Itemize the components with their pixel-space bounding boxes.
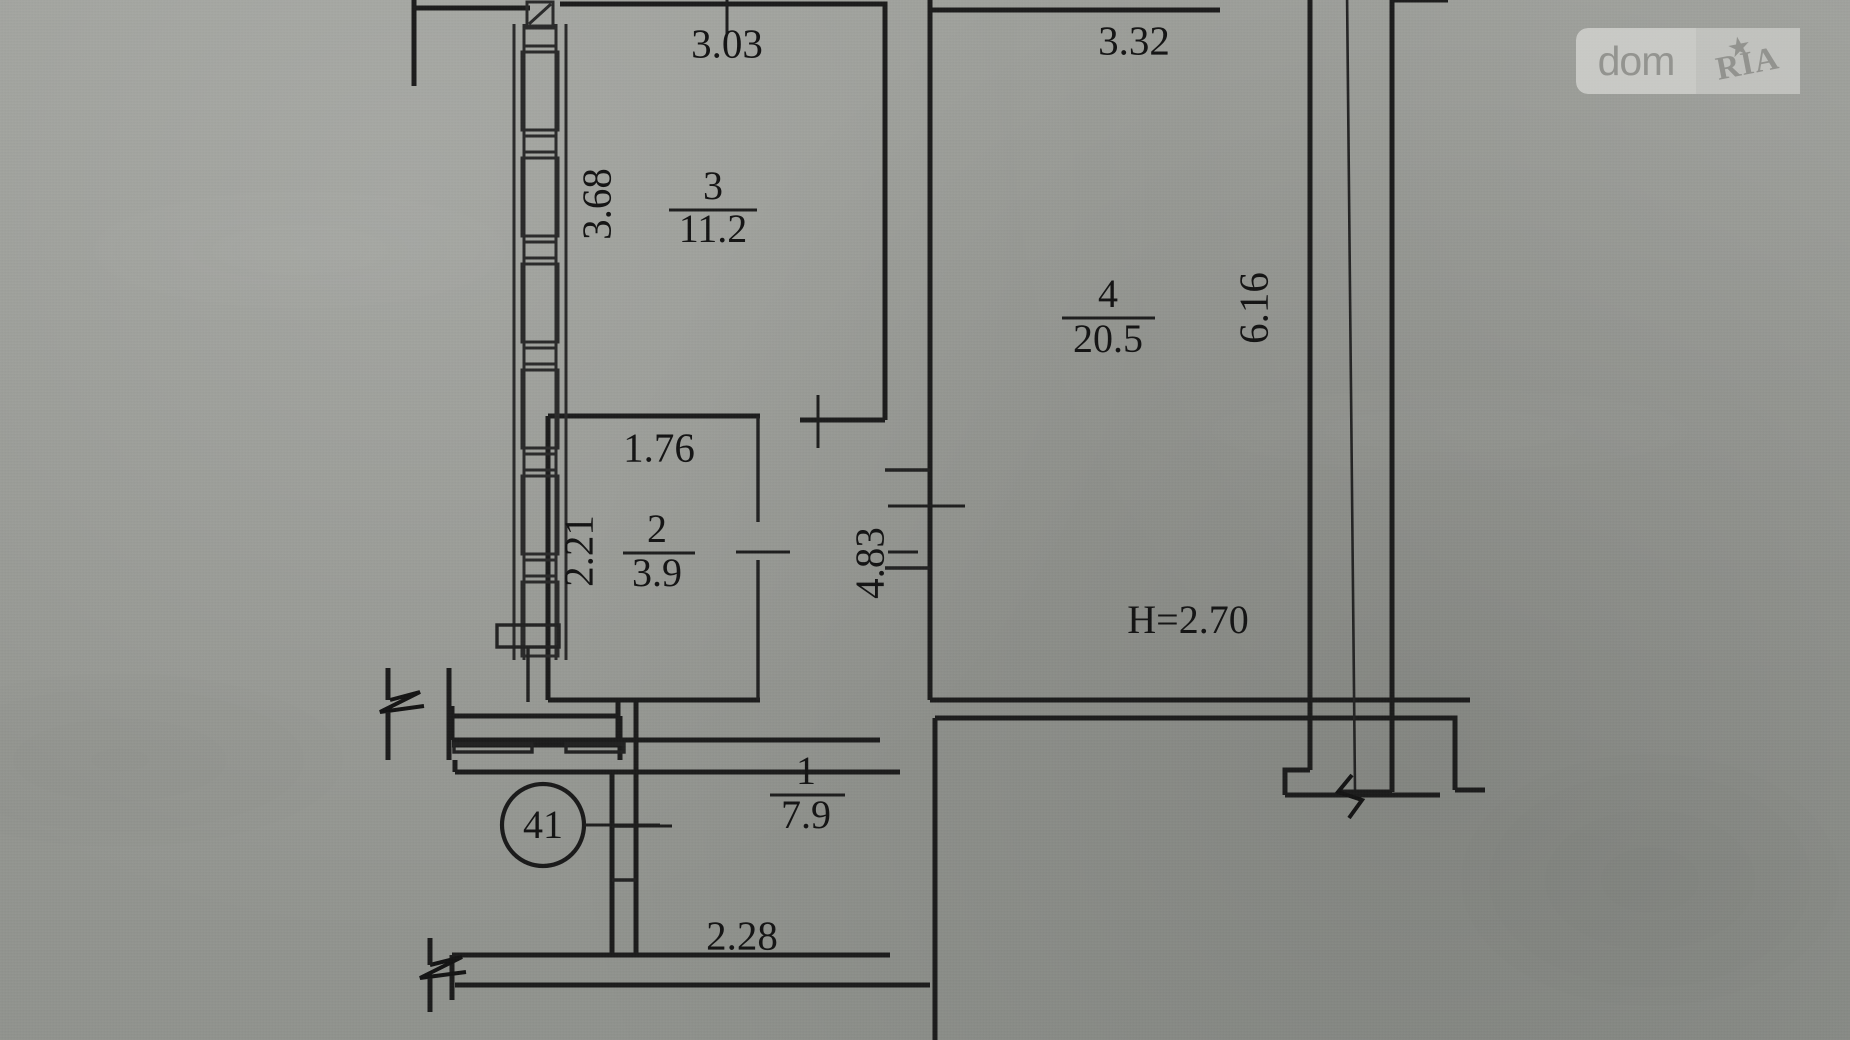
wall-break-symbols (379, 668, 467, 1012)
room-label-4: 4 20.5 (1062, 271, 1155, 361)
watermark-dom-plate: dom (1576, 28, 1696, 94)
apartment-number-text: 41 (523, 802, 563, 847)
room-label-1: 1 7.9 (770, 748, 845, 837)
dimension-6-16: 6.16 (1230, 272, 1276, 344)
structural-walls (411, 0, 1485, 1040)
dimension-3-68: 3.68 (573, 168, 619, 240)
dimension-2-28: 2.28 (706, 912, 778, 958)
room-3-number: 3 (703, 163, 723, 208)
room-label-2: 2 3.9 (623, 506, 695, 595)
room-label-3: 3 11.2 (669, 163, 757, 251)
room-3-area: 11.2 (679, 206, 748, 251)
dimension-4-83: 4.83 (846, 527, 892, 599)
watermark-dom-text: dom (1597, 37, 1676, 84)
room-1-number: 1 (796, 748, 816, 793)
watermark-ria-plate: ★ RIA (1696, 28, 1800, 94)
column-symbol (525, 0, 555, 28)
room-1-area: 7.9 (781, 792, 831, 837)
upper-niche (495, 623, 561, 702)
room-2-area: 3.9 (632, 550, 682, 595)
room-4-area: 20.5 (1073, 316, 1143, 361)
ceiling-height-label: H=2.70 (1127, 597, 1248, 642)
dimension-1-76: 1.76 (623, 424, 695, 470)
apartment-number-badge: 41 (499, 781, 660, 869)
room-labels: 3 11.2 4 20.5 2 3.9 1 7.9 (623, 163, 1155, 837)
window-band-left (512, 0, 568, 660)
watermark-ria-text: RIA (1713, 39, 1783, 88)
dimension-3-32: 3.32 (1098, 17, 1170, 63)
dimension-labels: 3.03 3.32 3.68 2.21 1.76 4.83 6.16 2.28 (555, 17, 1276, 958)
room-2-number: 2 (647, 506, 667, 551)
dom-ria-watermark: dom ★ RIA (1576, 28, 1800, 94)
dimension-3-03: 3.03 (691, 20, 763, 66)
dimension-2-21: 2.21 (555, 515, 601, 587)
room-4-number: 4 (1098, 271, 1118, 316)
